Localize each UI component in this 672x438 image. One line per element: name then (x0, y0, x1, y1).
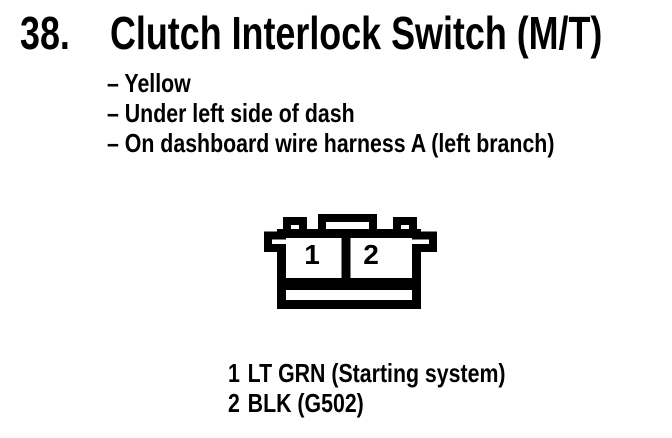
note-harness: – On dashboard wire harness A (left bran… (107, 128, 555, 158)
pin-legend: 1 LT GRN (Starting system) 2 BLK (G502) (228, 358, 506, 418)
legend-wire-description: LT GRN (Starting system) (247, 358, 506, 388)
section-number: 38. (20, 7, 70, 59)
note-color: – Yellow (107, 68, 191, 98)
legend-pin-number: 1 (228, 358, 240, 388)
legend-row-1: 1 LT GRN (Starting system) (228, 358, 506, 388)
note-location: – Under left side of dash (107, 98, 355, 128)
pin-1-label: 1 (304, 239, 320, 270)
page-title: Clutch Interlock Switch (M/T) (110, 7, 603, 59)
connector-bottom-band (281, 278, 417, 290)
legend-pin-number: 2 (228, 388, 240, 418)
connector-right-wing (412, 231, 437, 252)
legend-wire-description: BLK (G502) (247, 388, 364, 418)
connector-left-wing (264, 231, 286, 252)
pin-2-label: 2 (363, 239, 379, 270)
connector-diagram: 1 2 (255, 208, 447, 318)
notes-list: – Yellow – Under left side of dash – On … (107, 68, 554, 158)
legend-row-2: 2 BLK (G502) (228, 388, 506, 418)
